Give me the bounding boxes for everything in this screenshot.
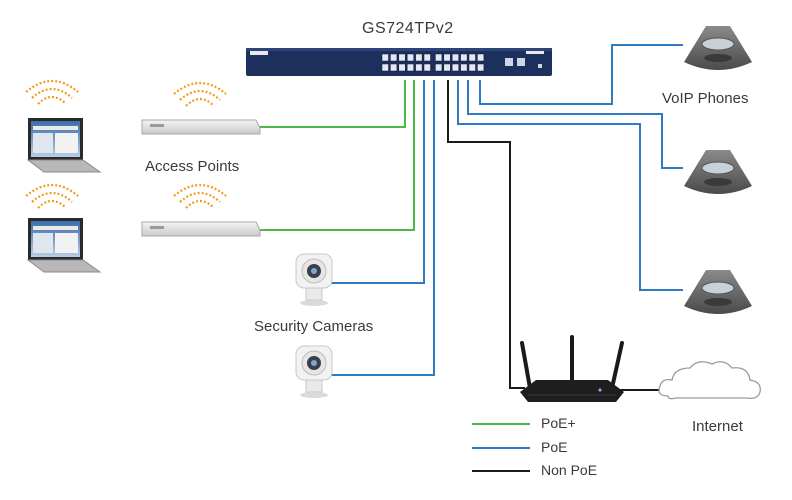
conference-phone-icon (684, 150, 752, 194)
switch-port (451, 53, 459, 62)
switch-title: GS724TPv2 (362, 20, 454, 37)
poe-plus-cable-ap1 (258, 80, 406, 128)
wifi-signal-icon (25, 79, 79, 105)
switch-port (468, 53, 476, 62)
poe-cable-phone2 (467, 80, 683, 169)
switch-port (435, 53, 443, 62)
switch-port (435, 63, 443, 72)
switch-port (381, 53, 389, 62)
security-cameras-label: Security Cameras (254, 318, 374, 335)
switch-port (451, 63, 459, 72)
legend-non-poe-label: Non PoE (541, 462, 598, 478)
laptop-icon (26, 118, 102, 173)
security-camera-icon (295, 345, 333, 398)
switch-port (381, 63, 389, 72)
switch-port (390, 53, 398, 62)
poe-plus-cable-ap2 (258, 80, 415, 231)
laptop-icon (26, 218, 102, 273)
switch-port (468, 63, 476, 72)
security-camera-icon (295, 253, 333, 306)
switch-port (398, 63, 406, 72)
switch-port (443, 53, 451, 62)
voip-phones-label: VoIP Phones (662, 90, 749, 107)
access-points-label: Access Points (145, 158, 240, 175)
switch-port (477, 63, 485, 72)
poe-cable-phone1 (479, 44, 683, 105)
router-icon (520, 335, 624, 402)
switch-port (398, 53, 406, 62)
wifi-signal-icon (173, 183, 227, 209)
legend-poe-label: PoE (541, 439, 568, 455)
switch-port (460, 63, 468, 72)
switch-port (443, 63, 451, 72)
cables (258, 44, 683, 391)
switch-port (423, 63, 431, 72)
switch-port (477, 53, 485, 62)
conference-phone-icon (684, 26, 752, 70)
conference-phone-icon (684, 270, 752, 314)
poe-cable-camera1 (323, 80, 425, 284)
poe-cable-phone3 (457, 80, 683, 291)
cloud-icon (658, 361, 761, 400)
switch-port (390, 63, 398, 72)
switch-port (415, 63, 423, 72)
poe-cable-camera2 (323, 80, 435, 376)
switch-port (460, 53, 468, 62)
wifi-signal-icon (25, 183, 79, 209)
switch-port (423, 53, 431, 62)
switch-port (415, 53, 423, 62)
switch-port (406, 53, 414, 62)
access-point-icon (141, 119, 261, 135)
access-point-icon (141, 221, 261, 237)
wifi-signal-icon (173, 81, 227, 107)
non-poe-cable-router (447, 80, 525, 389)
switch-ports (381, 53, 485, 72)
legend (472, 423, 530, 472)
network-switch-icon (246, 48, 552, 76)
legend-poe-plus-label: PoE+ (541, 415, 576, 431)
switch-port (406, 63, 414, 72)
internet-label: Internet (692, 418, 743, 435)
